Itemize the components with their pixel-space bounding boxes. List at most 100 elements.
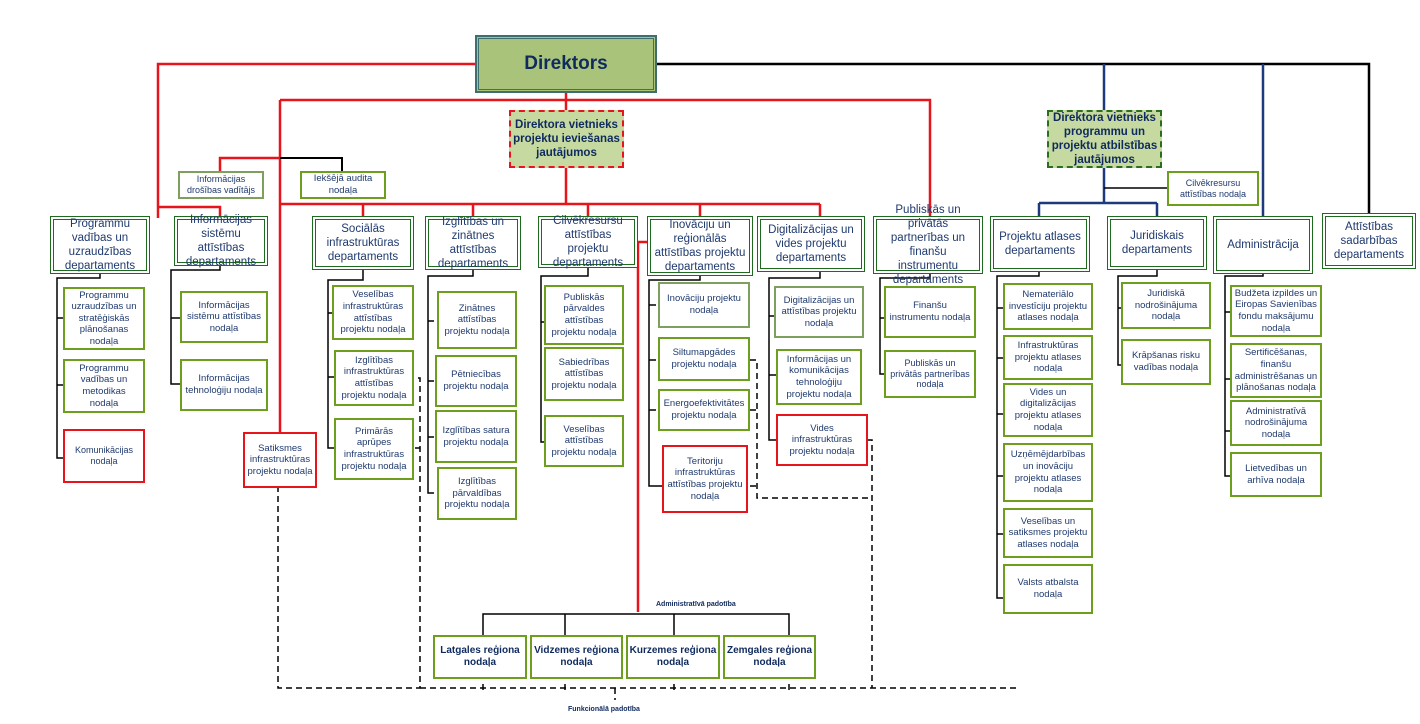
unit-label: Administratīvā nodrošinājuma nodaļa	[1244, 405, 1308, 440]
unit-box[interactable]: Publiskās pārvaldes attīstības projektu …	[544, 285, 624, 345]
unit-label: Vides un digitalizācijas projektu atlase…	[1014, 386, 1082, 433]
info-security-label: Informācijas drošības vadītājs	[186, 174, 256, 195]
unit-box[interactable]: Izglītības pārvaldības projektu nodaļa	[437, 467, 517, 520]
unit-box[interactable]: Informācijas sistēmu attīstības nodaļa	[180, 291, 268, 343]
unit-box[interactable]: Komunikācijas nodaļa	[63, 429, 145, 483]
unit-label: Primārās aprūpes infrastruktūras projekt…	[341, 425, 407, 472]
region-label: Zemgales reģiona nodaļa	[726, 644, 813, 668]
unit-box[interactable]: Administratīvā nodrošinājuma nodaļa	[1230, 400, 1322, 446]
unit-box[interactable]: Sabiedrības attīstības projektu nodaļa	[544, 347, 624, 401]
unit-box[interactable]: Veselības attīstības projektu nodaļa	[544, 415, 624, 467]
unit-box[interactable]: Digitalizācijas un attīstības projektu n…	[774, 286, 864, 338]
unit-box[interactable]: Teritoriju infrastruktūras attīstības pr…	[662, 445, 748, 513]
functional-subordination-label: Funkcionālā padotība	[568, 706, 640, 713]
administrative-subordination-label: Administratīvā padotība	[656, 601, 736, 608]
unit-label: Publiskās un privātās partnerības nodaļa	[890, 357, 970, 390]
department-box[interactable]: Inovāciju un reģionālās attīstības proje…	[647, 216, 753, 276]
region-label: Kurzemes reģiona nodaļa	[629, 644, 717, 668]
deputy-compliance-box[interactable]: Direktora vietnieks programmu un projekt…	[1047, 110, 1162, 168]
unit-box[interactable]: Programmu uzraudzības un stratēģiskās pl…	[63, 287, 145, 350]
unit-label: Veselības un satiksmes projektu atlases …	[1008, 515, 1088, 550]
unit-label: Programmu vadības un metodikas nodaļa	[79, 362, 129, 409]
unit-box[interactable]: Sertificēšanas, finanšu administrēšanas …	[1230, 343, 1322, 398]
deputy-implementation-box[interactable]: Direktora vietnieks projektu ieviešanas …	[509, 110, 624, 168]
unit-label: Teritoriju infrastruktūras attīstības pr…	[667, 455, 743, 502]
unit-box[interactable]: Vides un digitalizācijas projektu atlase…	[1003, 383, 1093, 437]
unit-box[interactable]: Veselības infrastruktūras attīstības pro…	[332, 285, 414, 340]
department-label: Inovāciju un reģionālās attīstības proje…	[654, 218, 746, 274]
department-box[interactable]: Projektu atlases departaments	[990, 216, 1090, 272]
unit-label: Komunikācijas nodaļa	[74, 445, 134, 466]
unit-label: Budžeta izpildes un Eiropas Savienības f…	[1234, 287, 1318, 334]
department-box[interactable]: Digitalizācijas un vides projektu depart…	[757, 216, 865, 272]
unit-box[interactable]: Izglītības satura projektu nodaļa	[435, 410, 517, 463]
department-label: Publiskās un privātās partnerības un fin…	[890, 203, 966, 287]
department-box[interactable]: Publiskās un privātās partnerības un fin…	[873, 204, 983, 286]
unit-label: Juridiskā nodrošinājuma nodaļa	[1134, 288, 1198, 323]
unit-box[interactable]: Izglītības infrastruktūras attīstības pr…	[334, 350, 414, 406]
director-label: Direktors	[524, 53, 608, 75]
unit-label: Krāpšanas risku vadības nodaļa	[1131, 350, 1201, 373]
department-label: Informācijas sistēmu attīstības departam…	[185, 213, 257, 269]
department-box[interactable]: Izglītības un zinātnes attīstības depart…	[425, 216, 521, 270]
hr-development-box[interactable]: Cilvēkresursu attīstības nodaļa	[1167, 171, 1259, 206]
info-security-box[interactable]: Informācijas drošības vadītājs	[178, 171, 264, 199]
unit-box[interactable]: Krāpšanas risku vadības nodaļa	[1121, 339, 1211, 385]
unit-label: Veselības infrastruktūras attīstības pro…	[340, 289, 406, 336]
region-box[interactable]: Zemgales reģiona nodaļa	[723, 635, 816, 679]
hr-development-label: Cilvēkresursu attīstības nodaļa	[1179, 177, 1247, 199]
department-box[interactable]: Attīstības sadarbības departaments	[1322, 213, 1416, 269]
unit-label: Energoefektivitātes projektu nodaļa	[663, 398, 745, 421]
unit-box[interactable]: Publiskās un privātās partnerības nodaļa	[884, 350, 976, 398]
unit-box[interactable]: Nemateriālo investīciju projektu atlases…	[1003, 283, 1093, 330]
department-box[interactable]: Cilvēkresursu attīstības projektu depart…	[538, 214, 638, 270]
transport-infra-label: Satiksmes infrastruktūras projektu nodaļ…	[247, 442, 313, 477]
internal-audit-box[interactable]: Iekšējā audita nodaļa	[300, 171, 386, 199]
unit-label: Lietvedības un arhīva nodaļa	[1245, 462, 1307, 486]
unit-box[interactable]: Vides infrastruktūras projektu nodaļa	[776, 414, 868, 466]
unit-box[interactable]: Primārās aprūpes infrastruktūras projekt…	[334, 418, 414, 480]
unit-label: Digitalizācijas un attīstības projektu n…	[781, 294, 857, 329]
unit-box[interactable]: Zinātnes attīstības projektu nodaļa	[437, 291, 517, 349]
unit-label: Izglītības pārvaldības projektu nodaļa	[444, 476, 510, 511]
unit-label: Zinātnes attīstības projektu nodaļa	[444, 302, 510, 337]
unit-box[interactable]: Informācijas tehnoloģiju nodaļa	[180, 359, 268, 411]
region-box[interactable]: Vidzemes reģiona nodaļa	[530, 635, 623, 679]
department-box[interactable]: Juridiskais departaments	[1107, 216, 1207, 270]
region-box[interactable]: Latgales reģiona nodaļa	[433, 635, 527, 679]
unit-box[interactable]: Pētniecības projektu nodaļa	[435, 355, 517, 407]
unit-box[interactable]: Inovāciju projektu nodaļa	[658, 282, 750, 328]
department-box[interactable]: Administrācija	[1213, 216, 1313, 274]
unit-label: Finanšu instrumentu nodaļa	[889, 300, 971, 323]
unit-box[interactable]: Informācijas un komunikācijas tehnoloģij…	[776, 349, 862, 405]
unit-box[interactable]: Uzņēmējdarbības un inovāciju projektu at…	[1003, 443, 1093, 502]
department-label: Cilvēkresursu attīstības projektu depart…	[552, 214, 624, 270]
internal-audit-label: Iekšējā audita nodaļa	[313, 173, 373, 196]
department-label: Projektu atlases departaments	[999, 230, 1081, 257]
unit-box[interactable]: Veselības un satiksmes projektu atlases …	[1003, 508, 1093, 558]
unit-box[interactable]: Energoefektivitātes projektu nodaļa	[658, 389, 750, 431]
department-label: Sociālās infrastruktūras departaments	[326, 222, 400, 264]
department-box[interactable]: Programmu vadības un uzraudzības departa…	[50, 216, 150, 274]
deputy-compliance-label: Direktora vietnieks programmu un projekt…	[1051, 111, 1158, 167]
unit-box[interactable]: Siltumapgādes projektu nodaļa	[658, 337, 750, 381]
unit-label: Uzņēmējdarbības un inovāciju projektu at…	[1010, 449, 1086, 496]
region-box[interactable]: Kurzemes reģiona nodaļa	[626, 635, 720, 679]
unit-box[interactable]: Budžeta izpildes un Eiropas Savienības f…	[1230, 285, 1322, 337]
unit-box[interactable]: Valsts atbalsta nodaļa	[1003, 564, 1093, 614]
unit-box[interactable]: Juridiskā nodrošinājuma nodaļa	[1121, 282, 1211, 329]
unit-label: Izglītības infrastruktūras attīstības pr…	[341, 354, 407, 401]
unit-box[interactable]: Finanšu instrumentu nodaļa	[884, 286, 976, 338]
unit-box[interactable]: Programmu vadības un metodikas nodaļa	[63, 359, 145, 413]
deputy-implementation-label: Direktora vietnieks projektu ieviešanas …	[513, 118, 620, 159]
director-box[interactable]: Direktors	[475, 35, 657, 93]
region-label: Vidzemes reģiona nodaļa	[534, 644, 619, 668]
unit-label: Siltumapgādes projektu nodaļa	[671, 347, 737, 370]
transport-infra-box[interactable]: Satiksmes infrastruktūras projektu nodaļ…	[243, 432, 317, 488]
unit-box[interactable]: Infrastruktūras projektu atlases nodaļa	[1003, 335, 1093, 380]
department-box[interactable]: Sociālās infrastruktūras departaments	[312, 216, 414, 270]
unit-box[interactable]: Lietvedības un arhīva nodaļa	[1230, 452, 1322, 497]
department-label: Izglītības un zinātnes attīstības depart…	[437, 215, 509, 271]
unit-label: Informācijas sistēmu attīstības nodaļa	[187, 299, 261, 334]
department-box[interactable]: Informācijas sistēmu attīstības departam…	[174, 213, 268, 269]
